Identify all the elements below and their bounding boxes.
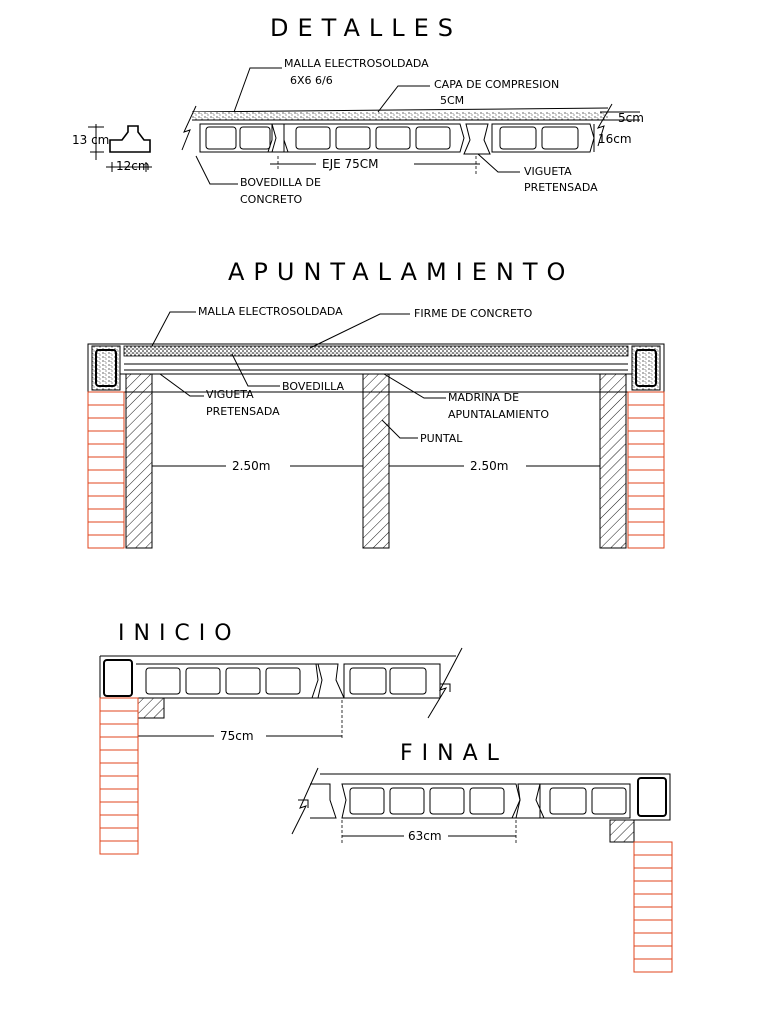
label-puntal: PUNTAL xyxy=(420,432,463,445)
brick-inicio-wall xyxy=(99,762,139,777)
label-malla-ap: MALLA ELECTROSOLDADA xyxy=(198,305,343,318)
dim-12cm: 12cm xyxy=(116,159,150,173)
brick-left-wall xyxy=(87,391,125,406)
label-malla: MALLA ELECTROSOLDADA xyxy=(284,57,429,70)
brick-right-wall xyxy=(627,443,665,458)
brick-left-wall xyxy=(87,508,125,523)
label-vigueta-2: PRETENSADA xyxy=(524,181,598,194)
brick-inicio-wall xyxy=(99,749,139,764)
brick-final-wall xyxy=(633,919,673,934)
brick-inicio-wall xyxy=(99,788,139,803)
brick-inicio-wall xyxy=(99,723,139,738)
brick-right-wall xyxy=(627,469,665,484)
brick-inicio-wall xyxy=(99,710,139,725)
label-vigueta-1: VIGUETA xyxy=(524,165,572,178)
brick-left-wall xyxy=(87,469,125,484)
final-wall xyxy=(633,841,673,973)
apuntalamiento-section: APUNTALAMIENTO 2.50m xyxy=(87,258,665,549)
brick-final-wall xyxy=(633,854,673,869)
brick-inicio-wall xyxy=(99,814,139,829)
brick-inicio-wall xyxy=(99,840,139,855)
brick-right-wall xyxy=(627,521,665,536)
brick-final-wall xyxy=(633,893,673,908)
label-vigueta-ap-2: PRETENSADA xyxy=(206,405,280,418)
label-vigueta-ap-1: VIGUETA xyxy=(206,388,254,401)
brick-left-wall xyxy=(87,430,125,445)
brick-left-wall xyxy=(87,534,125,549)
brick-right-wall xyxy=(627,391,665,406)
brick-final-wall xyxy=(633,880,673,895)
brick-inicio-wall xyxy=(99,775,139,790)
inicio-wall xyxy=(99,697,139,855)
detalles-section: DETALLES xyxy=(72,14,644,206)
final-title: FINAL xyxy=(400,741,508,766)
brick-final-wall xyxy=(633,932,673,947)
brick-inicio-wall xyxy=(99,697,139,712)
brick-right-wall xyxy=(627,456,665,471)
brick-left-wall xyxy=(87,521,125,536)
dim-16cm: 16cm xyxy=(598,132,632,146)
span-right: 2.50m xyxy=(470,459,508,473)
apuntalamiento-labels: MALLA ELECTROSOLDADA FIRME DE CONCRETO V… xyxy=(151,305,549,445)
brick-final-wall xyxy=(633,841,673,856)
span-left: 2.50m xyxy=(232,459,270,473)
brick-right-wall xyxy=(627,508,665,523)
brick-final-wall xyxy=(633,867,673,882)
detalles-labels: MALLA ELECTROSOLDADA 6X6 6/6 CAPA DE COM… xyxy=(195,57,598,206)
label-firme: FIRME DE CONCRETO xyxy=(414,307,533,320)
brick-right-wall xyxy=(627,430,665,445)
brick-right-wall xyxy=(627,482,665,497)
dim-13cm: 13 cm xyxy=(72,133,109,147)
label-bovedilla-2: CONCRETO xyxy=(240,193,303,206)
apuntalamiento-title: APUNTALAMIENTO xyxy=(228,258,574,286)
brick-left-wall xyxy=(87,482,125,497)
brick-right-wall xyxy=(627,534,665,549)
label-madrina-2: APUNTALAMIENTO xyxy=(448,408,549,421)
brick-left-wall xyxy=(87,404,125,419)
brick-final-wall xyxy=(633,958,673,973)
label-malla-spec: 6X6 6/6 xyxy=(290,74,333,87)
brick-inicio-wall xyxy=(99,801,139,816)
detalles-dimensions: 13 cm 12cm 5cm 16cm EJE 75CM xyxy=(72,111,644,174)
inicio-slab: 75cm xyxy=(99,647,463,743)
dim-5cm: 5cm xyxy=(618,111,644,125)
brick-left-wall xyxy=(87,456,125,471)
final-dim: 63cm xyxy=(408,829,442,843)
brick-final-wall xyxy=(633,906,673,921)
brick-inicio-wall xyxy=(99,736,139,751)
brick-right-wall xyxy=(627,417,665,432)
brick-right-wall xyxy=(627,495,665,510)
inicio-dim: 75cm xyxy=(220,729,254,743)
inicio-section: INICIO 75cm xyxy=(99,621,463,855)
brick-left-wall xyxy=(87,443,125,458)
label-bovedilla-1: BOVEDILLA DE xyxy=(240,176,321,189)
brick-final-wall xyxy=(633,945,673,960)
brick-left-wall xyxy=(87,417,125,432)
label-bovedilla-ap: BOVEDILLA xyxy=(282,380,345,393)
detalles-slab xyxy=(109,103,613,155)
label-madrina-1: MADRINA DE xyxy=(448,391,519,404)
dim-eje: EJE 75CM xyxy=(322,157,379,171)
final-slab: 63cm xyxy=(291,767,671,844)
puntales xyxy=(125,373,627,549)
brick-right-wall xyxy=(627,404,665,419)
brick-left-wall xyxy=(87,495,125,510)
inicio-title: INICIO xyxy=(118,621,241,646)
label-capa: CAPA DE COMPRESION xyxy=(434,78,559,91)
label-capa-spec: 5CM xyxy=(440,94,464,107)
apuntalamiento-spans: 2.50m 2.50m xyxy=(152,459,600,473)
detalles-title: DETALLES xyxy=(270,14,462,42)
apuntalamiento-walls xyxy=(87,391,665,549)
brick-inicio-wall xyxy=(99,827,139,842)
final-section: FINAL 63cm xyxy=(291,741,673,973)
apuntalamiento-slab xyxy=(87,343,665,393)
